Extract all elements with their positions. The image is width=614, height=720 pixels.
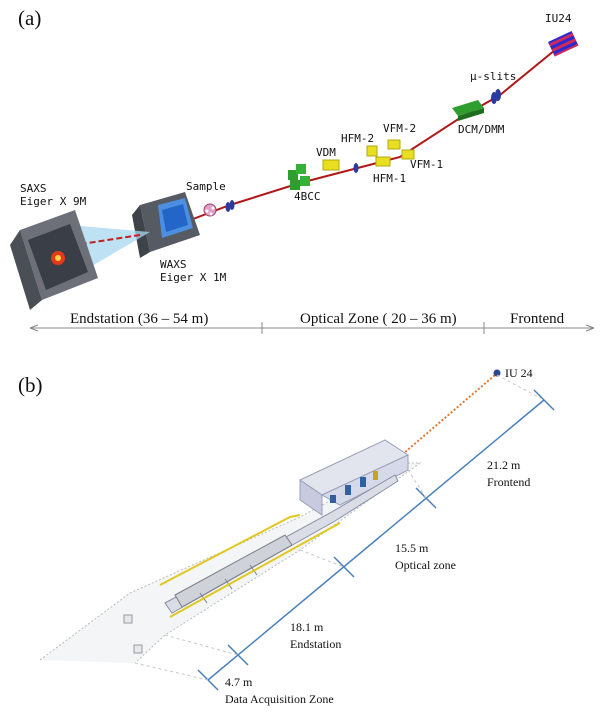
frontend-name: Frontend [487, 475, 531, 489]
saxs-detector-icon [10, 210, 98, 310]
optical-length: 15.5 m [395, 541, 429, 555]
floor-outline [39, 462, 422, 664]
slit-icon [225, 202, 231, 212]
hfm1-icon [375, 156, 391, 167]
slit-icon [229, 200, 235, 210]
extension-lines [134, 374, 545, 681]
four-bcc-icon [288, 164, 310, 190]
slit-icon [353, 163, 359, 173]
label-waxs-detector: Eiger X 1M [160, 271, 227, 284]
railing [159, 514, 301, 586]
frontend-length: 21.2 m [487, 458, 521, 472]
panel-a-layout: (a) IU24 µ-slits DCM/DMM VFM-2 HFM-2 VDM… [0, 0, 614, 345]
daq-box [123, 614, 133, 624]
label-sample: Sample [186, 180, 226, 193]
vdm-icon [322, 159, 340, 171]
frontend-beamline [389, 374, 496, 466]
zone-optical: Optical Zone ( 20 – 36 m) [300, 311, 457, 327]
undulator-iu24-icon [548, 31, 579, 57]
label-saxs: SAXS [20, 182, 47, 195]
label-waxs: WAXS [160, 258, 187, 271]
endstation-length: 18.1 m [290, 620, 324, 634]
zone-endstation: Endstation (36 – 54 m) [70, 311, 209, 327]
label-mu-slits: µ-slits [470, 70, 517, 83]
panel-b-tag: (b) [18, 373, 43, 397]
label-source: IU 24 [505, 366, 533, 380]
panel-b-drawing [39, 369, 555, 691]
railing [169, 522, 341, 618]
hfm2-icon [366, 145, 378, 157]
label-vfm1: VFM-1 [410, 158, 444, 171]
label-4bcc: 4BCC [294, 190, 321, 203]
dimension-line [207, 399, 545, 681]
panel-a-drawing [10, 31, 595, 334]
mu-slits-icon [491, 89, 501, 104]
vfm2-icon-b [401, 149, 415, 160]
label-iu24: IU24 [545, 12, 572, 25]
label-vdm: VDM [316, 146, 336, 159]
label-hfm2: HFM-2 [341, 132, 375, 145]
endstation-name: Endstation [290, 637, 342, 651]
label-vfm2: VFM-2 [383, 122, 417, 135]
daq-length: 4.7 m [225, 675, 253, 689]
daq-box [133, 644, 143, 654]
panel-b-layout: (b) IU 24 21.2 m Frontend 15.5 m Optical… [0, 345, 614, 720]
label-saxs-detector: Eiger X 9M [20, 195, 87, 208]
label-hfm1: HFM-1 [373, 172, 407, 185]
panel-a-tag: (a) [18, 6, 42, 30]
zone-frontend: Frontend [510, 311, 565, 327]
vfm2-icon [387, 139, 401, 150]
sample-icon [203, 203, 217, 217]
dcm-dmm-icon [452, 100, 484, 121]
source-dot [493, 369, 501, 377]
optical-name: Optical zone [395, 558, 456, 572]
label-dcm-dmm: DCM/DMM [458, 123, 505, 136]
daq-name: Data Acquisition Zone [225, 692, 334, 706]
waxs-detector-icon [132, 192, 200, 258]
